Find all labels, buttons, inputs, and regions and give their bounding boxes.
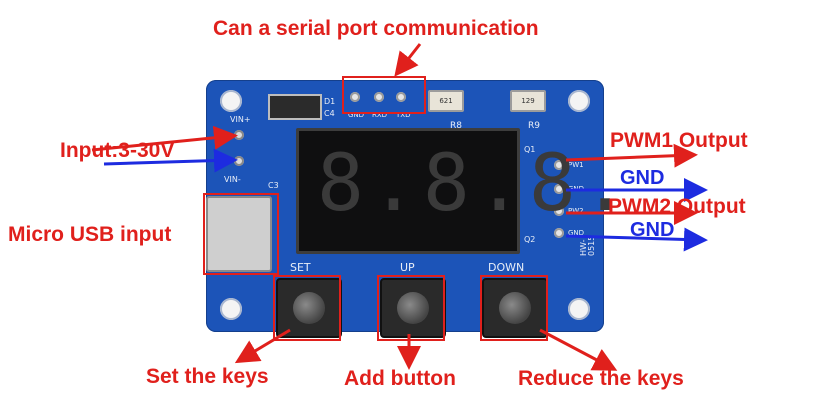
arrow-gnd2: [565, 227, 708, 252]
down-button-cap: [499, 292, 531, 324]
silk-gnd: GND: [348, 111, 365, 119]
set-button[interactable]: [276, 278, 342, 338]
silk-pw2: PW2: [568, 207, 584, 215]
silk-vin-plus: VIN+: [230, 115, 251, 124]
silk-q2: Q2: [524, 235, 536, 244]
silk-d1: D1: [324, 97, 336, 106]
silk-down: DOWN: [488, 261, 525, 274]
silk-set: SET: [290, 261, 311, 274]
up-button[interactable]: [380, 278, 446, 338]
mount-hole-top-left: [220, 90, 242, 112]
down-button-highlight: [480, 275, 548, 341]
label-pwm1: PWM1 Output: [610, 129, 748, 152]
silk-c4: C4: [324, 109, 335, 118]
arrow-pwm1: [565, 143, 698, 168]
silk-rxd: RXD: [372, 111, 388, 119]
resistor-r8: 621: [428, 90, 464, 112]
label-micro-usb: Micro USB input: [8, 223, 172, 246]
up-button-highlight: [377, 275, 445, 341]
silk-r9: R9: [528, 121, 540, 131]
silk-vin-minus: VIN-: [224, 175, 241, 184]
arrow-reduce: [539, 328, 618, 371]
output-pin-gnd-b: [554, 228, 564, 238]
arrow-input-plus: [91, 125, 238, 152]
label-input: Input:3-30V: [60, 139, 175, 162]
micro-usb-port: [206, 196, 272, 272]
diode-d1: [268, 94, 322, 120]
output-pin-gnd-a: [554, 184, 564, 194]
label-reduce-keys: Reduce the keys: [518, 367, 684, 390]
arrow-input-minus: [103, 148, 238, 173]
label-gnd2: GND: [630, 219, 675, 241]
mount-hole-top-right: [568, 90, 590, 112]
micro-usb-highlight: [203, 193, 279, 275]
vin-plus-pad: [234, 130, 244, 140]
down-button[interactable]: [482, 278, 548, 338]
serial-header-highlight: [342, 76, 426, 114]
output-pin-pw1: [554, 160, 564, 170]
set-button-highlight: [273, 275, 341, 341]
label-set-keys: Set the keys: [146, 365, 269, 388]
silk-c3: C3: [268, 181, 279, 190]
label-gnd1: GND: [620, 167, 665, 189]
arrow-set: [234, 328, 291, 364]
serial-pin-txd: [396, 92, 406, 102]
silk-up: UP: [400, 261, 415, 274]
vin-minus-pad: [234, 156, 244, 166]
silk-gnd-b: GND: [568, 229, 585, 237]
up-button-cap: [397, 292, 429, 324]
set-button-cap: [293, 292, 325, 324]
serial-pin-rxd: [374, 92, 384, 102]
mount-hole-bottom-right: [568, 298, 590, 320]
label-add-button: Add button: [344, 367, 456, 390]
display-digits: 8.8.8.: [317, 139, 635, 229]
resistor-r9: 129: [510, 90, 546, 112]
silk-r8: R8: [450, 121, 462, 131]
mount-hole-bottom-left: [220, 298, 242, 320]
silk-txd: TXD: [396, 111, 411, 119]
serial-pin-gnd: [350, 92, 360, 102]
output-pin-pw2: [554, 206, 564, 216]
label-serial: Can a serial port communication: [213, 17, 539, 40]
arrow-serial: [394, 43, 422, 77]
label-pwm2: PWM2 Output: [608, 195, 746, 218]
silk-pw1: PW1: [568, 161, 584, 169]
silk-q1: Q1: [524, 145, 536, 154]
seven-segment-display: 8.8.8.: [296, 128, 629, 254]
